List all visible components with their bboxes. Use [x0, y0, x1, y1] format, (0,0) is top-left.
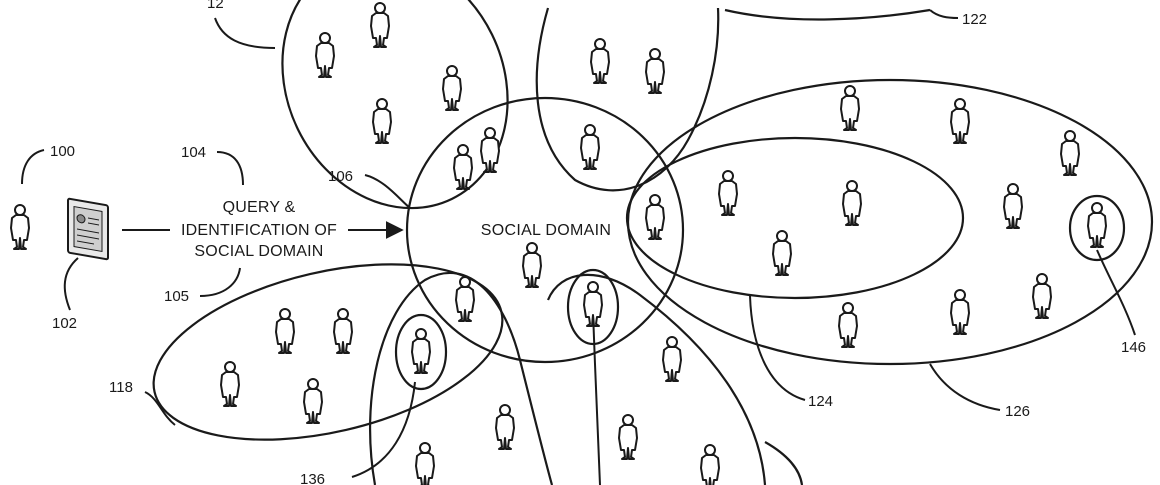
lower-right-group-edge [764, 441, 804, 485]
leader-118 [144, 391, 176, 426]
ref-102: 102 [52, 315, 77, 332]
person-icon [480, 127, 500, 173]
person-icon [700, 444, 720, 485]
leader-146 [1096, 249, 1136, 336]
person-icon [842, 180, 862, 226]
person-icon [645, 194, 665, 240]
social-domain-label: SOCIAL DOMAIN [481, 222, 611, 239]
person-icon [411, 328, 431, 374]
person-icon [303, 378, 323, 424]
person-icon [1032, 273, 1052, 319]
person-icon [220, 361, 240, 407]
person-icon [840, 85, 860, 131]
query-caption-line-1: QUERY & [223, 199, 296, 216]
ref-122: 122 [962, 11, 987, 28]
ref-146: 146 [1121, 339, 1146, 356]
identity-card-icon [67, 197, 109, 261]
leader-102 [63, 257, 79, 311]
person-icon [275, 308, 295, 354]
ref-124: 124 [808, 393, 833, 410]
person-icon [1060, 130, 1080, 176]
member-136-highlight [394, 313, 448, 391]
person-icon [950, 289, 970, 335]
person-icon [495, 404, 515, 450]
leader-136 [351, 381, 416, 478]
leader-126 [929, 363, 1001, 411]
person-icon [315, 32, 335, 78]
person-icon [618, 414, 638, 460]
person-icon [455, 276, 475, 322]
leader-122 [929, 9, 959, 19]
ref-100: 100 [50, 143, 75, 160]
lower-left-group-boundary [152, 263, 504, 441]
leader-106 [364, 174, 411, 209]
top-middle-group-boundary [535, 7, 720, 192]
ref-118: 118 [109, 379, 133, 396]
member-highlight-center [566, 268, 620, 346]
ref-105: 105 [164, 288, 189, 305]
leader-104 [216, 151, 244, 186]
ref-136: 136 [300, 471, 325, 485]
ref-106: 106 [328, 168, 353, 185]
ref-12: 12 [207, 0, 224, 12]
person-icon [772, 230, 792, 276]
leader-124 [749, 295, 806, 401]
person-icon [950, 98, 970, 144]
person-icon [662, 336, 682, 382]
query-caption-line-3: SOCIAL DOMAIN [194, 243, 323, 260]
leader-center-member [592, 311, 601, 485]
person-icon [372, 98, 392, 144]
leader-100 [21, 149, 45, 185]
top-right-group-boundary [724, 8, 931, 21]
person-icon [370, 2, 390, 48]
ref-126: 126 [1005, 403, 1030, 420]
person-icon [838, 302, 858, 348]
outer-right-group-boundary [626, 78, 1154, 366]
member-146-highlight [1068, 194, 1126, 262]
lower-right-group-boundary [546, 273, 767, 485]
person-icon [415, 442, 435, 485]
person-icon [590, 38, 610, 84]
leader-12 [214, 17, 276, 49]
person-icon [1087, 202, 1107, 248]
person-icon [442, 65, 462, 111]
ref-104: 104 [181, 144, 206, 161]
person-icon [333, 308, 353, 354]
person-icon [453, 144, 473, 190]
person-icon [718, 170, 738, 216]
person-icon [580, 124, 600, 170]
query-caption-line-2: IDENTIFICATION OF [181, 222, 337, 239]
person-icon [645, 48, 665, 94]
caption-background [170, 196, 348, 264]
top-left-group-boundary [281, 0, 509, 210]
social-domain-boundary [405, 96, 685, 364]
leader-105 [199, 267, 241, 297]
person-icon [10, 204, 30, 250]
person-icon [1003, 183, 1023, 229]
person-icon [522, 242, 542, 288]
person-icon [583, 281, 603, 327]
inner-right-group-boundary [625, 136, 965, 300]
